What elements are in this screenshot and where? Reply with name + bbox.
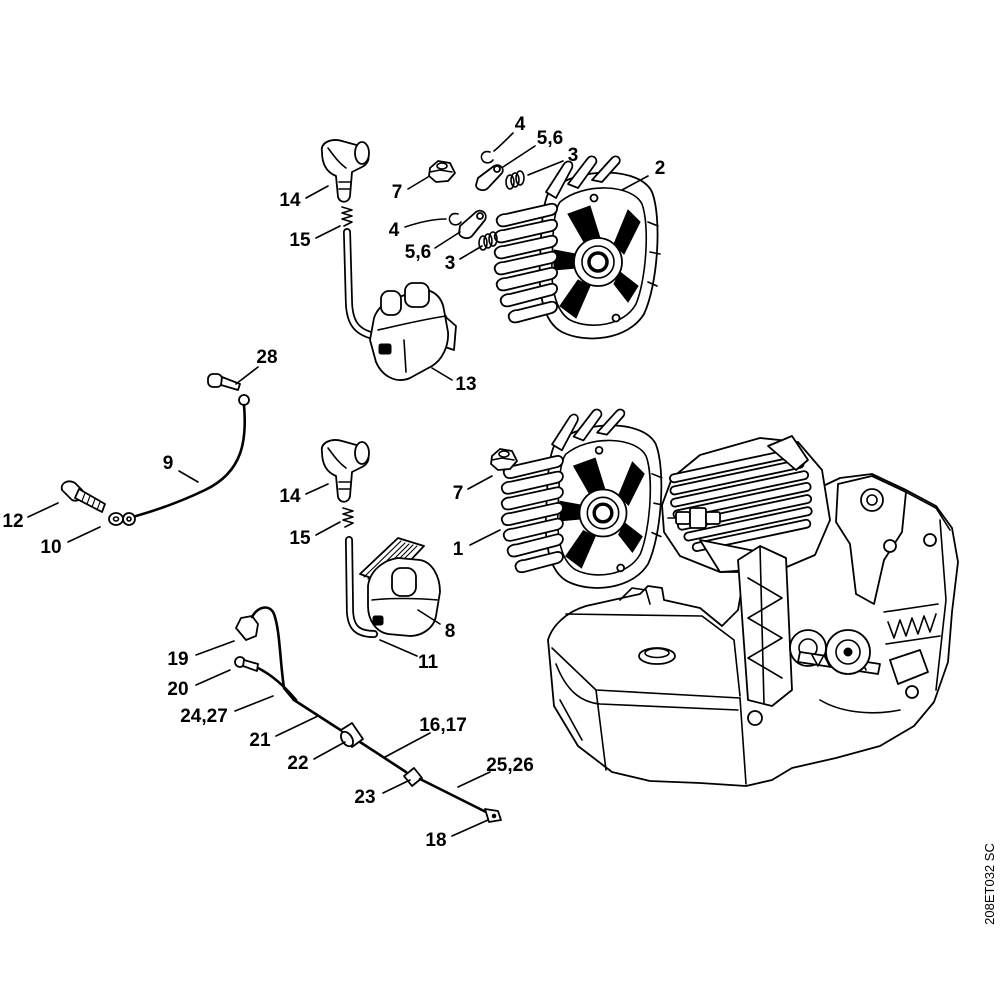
- grommet-22: [340, 722, 364, 748]
- callout-label: 23: [354, 787, 375, 808]
- flywheel-nut-lower: [490, 448, 518, 471]
- callout-label: 14: [279, 486, 301, 507]
- spark-plug-boot-lower: [320, 439, 370, 503]
- callout-label: 4: [389, 220, 400, 241]
- callout-label: 20: [167, 679, 188, 700]
- crankshaft-assembly: [789, 603, 941, 714]
- retaining-clip-upper-a: [480, 150, 494, 164]
- callout-label: 16,17: [419, 715, 467, 736]
- callout-label: 15: [289, 528, 311, 549]
- leader-lines: [27, 132, 649, 837]
- callout-label: 3: [568, 145, 579, 166]
- harness-wire-16-17: [358, 740, 408, 774]
- washer-10: [108, 512, 124, 526]
- callout-label: 1: [453, 539, 464, 560]
- callout-label: 14: [279, 190, 301, 211]
- callout-label: 15: [289, 230, 311, 251]
- ring-terminal-20: [234, 656, 298, 702]
- ignition-module-upper: [369, 282, 457, 381]
- flywheel-lower: [500, 407, 666, 590]
- ground-wire-9: [122, 394, 250, 526]
- callout-label: 8: [445, 621, 456, 642]
- callout-label: 11: [418, 652, 439, 673]
- spring-15-upper: [341, 206, 353, 227]
- callout-labels: 4 5,6 3 2 14 7 15 4 5,6 3 28 13 9 14 7 1…: [2, 114, 665, 851]
- callout-label: 2: [655, 158, 666, 179]
- retaining-clip-upper-b: [448, 212, 462, 226]
- pawl-upper-b: [458, 209, 487, 240]
- callout-label: 7: [392, 182, 403, 203]
- pawl-spring-upper-b: [478, 231, 498, 251]
- harness-wire-25-26: [418, 777, 488, 814]
- drawing-code: 208ET032 SC: [982, 843, 997, 925]
- callout-label: 5,6: [537, 128, 563, 149]
- callout-label: 9: [163, 453, 174, 474]
- screw-12: [60, 480, 106, 513]
- pawl-spring-upper-a: [505, 170, 525, 190]
- callout-label: 13: [455, 374, 476, 395]
- ignition-lead-lower: [345, 536, 378, 638]
- callout-label: 28: [256, 347, 277, 368]
- ignition-module-lower: [359, 537, 441, 637]
- callout-label: 18: [425, 830, 446, 851]
- terminal-18: [484, 808, 502, 823]
- ignition-lead-upper: [343, 228, 378, 340]
- oil-cap: [638, 647, 676, 665]
- engine-crankcase: [547, 435, 959, 787]
- spring-15-lower: [342, 507, 354, 528]
- callout-label: 7: [453, 483, 464, 504]
- cylinder: [661, 435, 831, 573]
- screw-28: [207, 373, 241, 391]
- callout-label: 10: [40, 537, 61, 558]
- connector-23: [403, 767, 423, 787]
- callout-label: 4: [515, 114, 526, 135]
- callout-label: 24,27: [180, 706, 228, 727]
- flywheel-nut-upper: [428, 160, 456, 183]
- callout-label: 21: [249, 730, 271, 751]
- pawl-upper-a: [475, 164, 504, 192]
- callout-label: 19: [167, 649, 188, 670]
- spark-plug: [667, 507, 721, 529]
- spark-plug-boot-upper: [320, 139, 370, 203]
- callout-label: 22: [287, 753, 308, 774]
- harness-connector-19: [235, 606, 296, 702]
- callout-label: 12: [2, 511, 23, 532]
- rear-frame: [835, 475, 951, 699]
- callout-label: 5,6: [405, 242, 431, 263]
- callout-label: 25,26: [486, 755, 534, 776]
- callout-label: 3: [445, 253, 456, 274]
- frame-bracket: [737, 545, 793, 726]
